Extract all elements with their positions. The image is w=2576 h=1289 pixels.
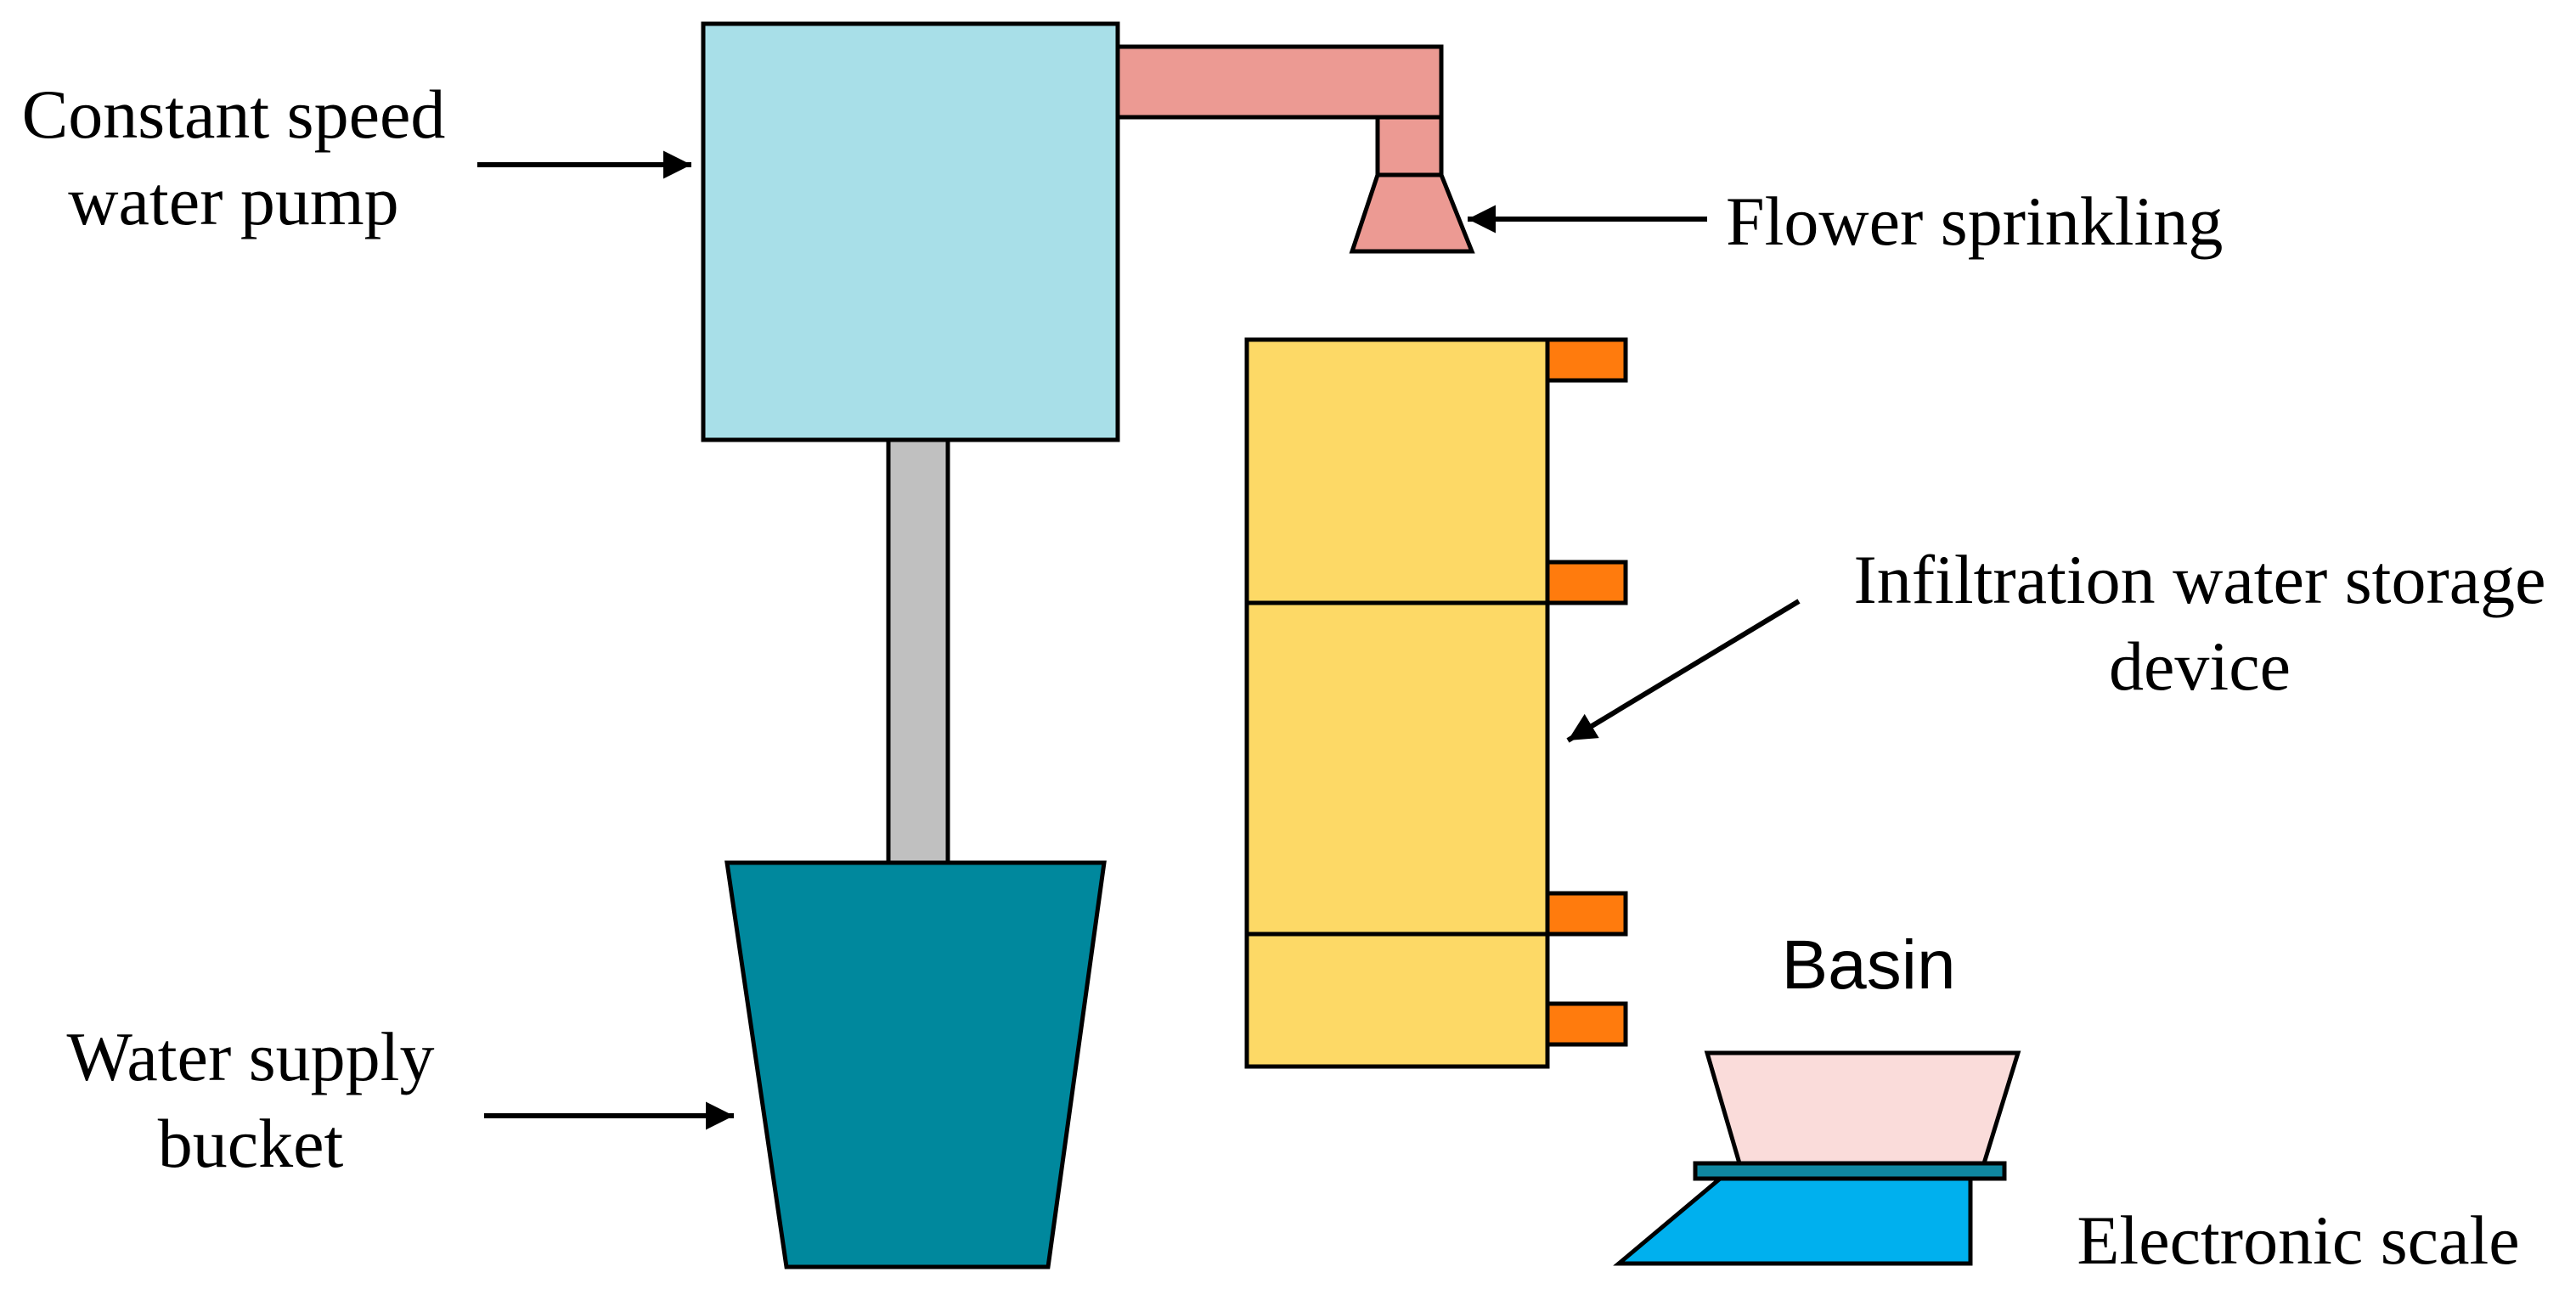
storage-arrow	[1566, 599, 1801, 743]
bucket-label-line2: bucket	[158, 1105, 344, 1182]
pump-label-line2: water pump	[68, 162, 398, 239]
electronic-scale-plate	[1693, 1161, 2007, 1181]
sprinkler-pipe-joint	[1375, 115, 1444, 177]
basin	[1704, 1050, 2021, 1166]
storage-outlet	[1545, 560, 1628, 605]
pump-label-line1: Constant speed	[22, 76, 446, 153]
sprinkler-head	[1349, 172, 1475, 254]
storage-outlet	[1545, 891, 1628, 937]
electronic-scale-body	[1613, 1173, 1973, 1266]
storage-label-line1: Infiltration water storage	[1853, 541, 2545, 618]
basin-label: Basin	[1781, 926, 1955, 1004]
storage-label-line2: device	[2109, 628, 2291, 705]
water-pump	[701, 21, 1120, 442]
storage-outlet	[1545, 1001, 1628, 1047]
sprinkler-label: Flower sprinkling	[1726, 183, 2223, 260]
storage-outlet	[1545, 337, 1628, 383]
supply-pipe	[886, 436, 950, 867]
water-supply-bucket	[724, 860, 1107, 1269]
bucket-label-line1: Water supply	[67, 1018, 435, 1095]
storage-device	[1244, 337, 1550, 1069]
scale-label: Electronic scale	[2077, 1202, 2519, 1279]
